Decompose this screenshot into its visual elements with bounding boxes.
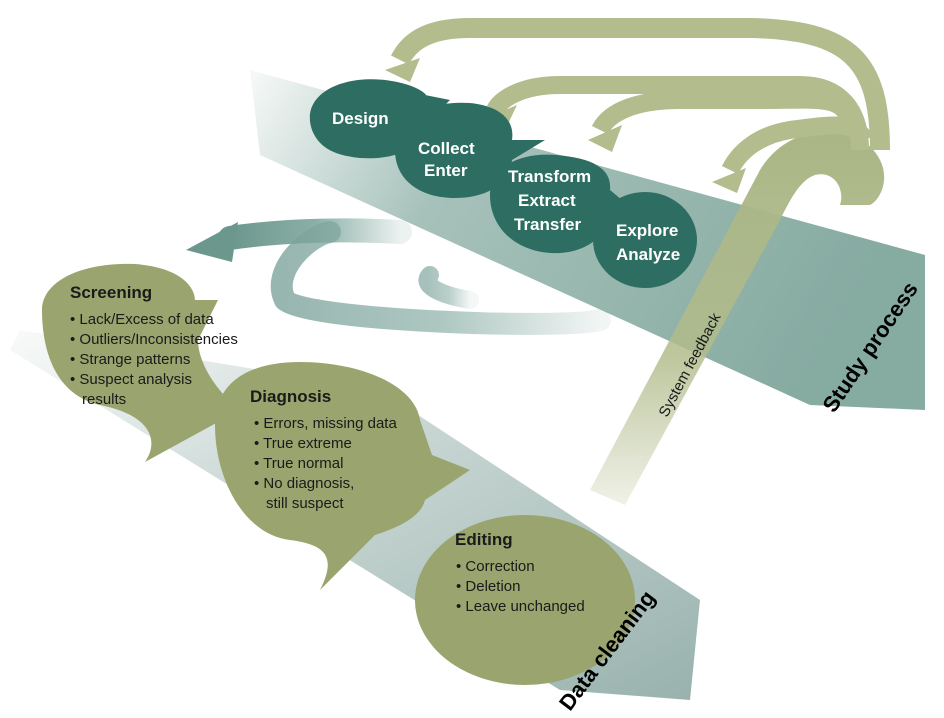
screening-item-1: • Lack/Excess of data xyxy=(70,311,214,328)
return-arrowhead xyxy=(186,222,238,262)
diagnosis-item-1: • Errors, missing data xyxy=(254,415,397,432)
screening-item-2: • Outliers/Inconsistencies xyxy=(70,331,238,348)
study-steps: Design Collect Enter Transform Extract T… xyxy=(309,79,697,288)
step-design-label: Design xyxy=(332,109,389,128)
step-explore-label: Explore xyxy=(616,221,678,240)
step-transfer-label: Transfer xyxy=(514,215,581,234)
editing-title: Editing xyxy=(455,530,513,549)
diagnosis-item-4: • No diagnosis, xyxy=(254,475,354,492)
screening-item-5: results xyxy=(82,391,126,408)
step-explore: Explore Analyze xyxy=(593,192,697,288)
return-arrows xyxy=(218,218,611,335)
step-enter-label: Enter xyxy=(424,161,468,180)
step-transform-label: Transform xyxy=(508,167,591,186)
stage-editing: Editing • Correction • Deletion • Leave … xyxy=(415,515,635,685)
step-extract-label: Extract xyxy=(518,191,576,210)
diagnosis-title: Diagnosis xyxy=(250,387,331,406)
screening-item-3: • Strange patterns xyxy=(70,351,190,368)
diagnosis-item-3: • True normal xyxy=(254,455,343,472)
diagnosis-item-2: • True extreme xyxy=(254,435,352,452)
screening-item-4: • Suspect analysis xyxy=(70,371,192,388)
diagnosis-item-5: still suspect xyxy=(266,495,344,512)
step-collect-label: Collect xyxy=(418,139,475,158)
stage-diagnosis: Diagnosis • Errors, missing data • True … xyxy=(215,362,470,590)
editing-item-1: • Correction xyxy=(456,558,535,575)
step-transform: Transform Extract Transfer xyxy=(490,154,628,254)
editing-item-3: • Leave unchanged xyxy=(456,598,585,615)
step-analyze-label: Analyze xyxy=(616,245,680,264)
screening-title: Screening xyxy=(70,283,152,302)
stage-screening: Screening • Lack/Excess of data • Outlie… xyxy=(42,263,240,462)
editing-item-2: • Deletion xyxy=(456,578,520,595)
cleaning-stages: Screening • Lack/Excess of data • Outlie… xyxy=(42,263,635,685)
